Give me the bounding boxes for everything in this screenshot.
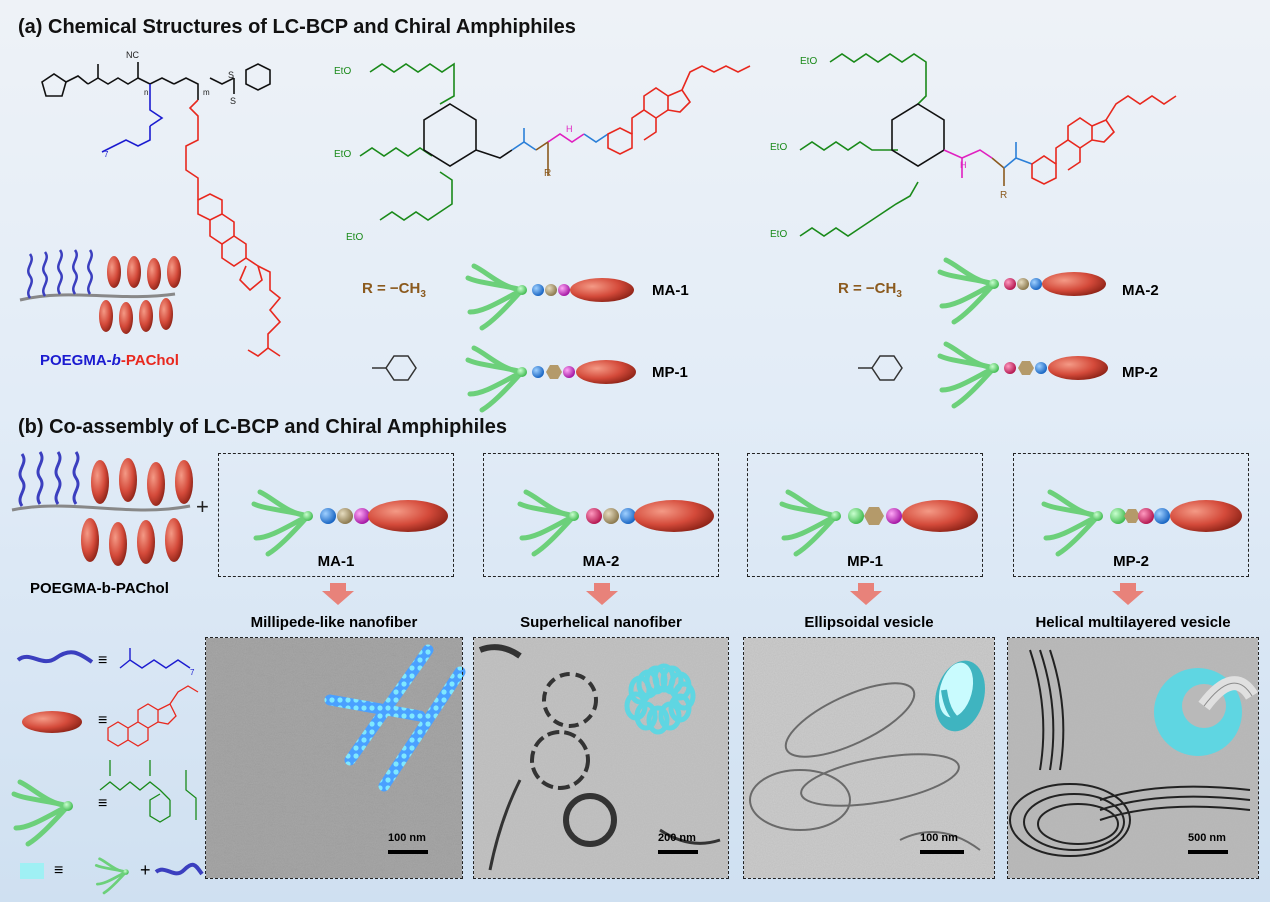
chem-n: n — [144, 88, 149, 97]
r-methyl-2: R = −CH3 — [838, 280, 902, 300]
tem-frame-2 — [473, 637, 729, 879]
box-label-ma1: MA-1 — [317, 553, 355, 570]
equiv-3: ≡ — [98, 795, 108, 812]
lc-bcp-cartoon-large — [11, 451, 193, 566]
panel-a-title: (a) Chemical Structures of LC-BCP and Ch… — [18, 16, 576, 38]
scale-bar-2 — [658, 850, 698, 854]
scale-bar-3 — [920, 850, 964, 854]
tem-image-1 — [206, 638, 466, 878]
amphiphile-box-mp1 — [747, 453, 983, 577]
ma2-cartoon — [940, 260, 1106, 322]
r-methyl-1: R = −CH3 — [362, 280, 426, 300]
scale-label-3: 100 nm — [920, 832, 958, 844]
chem-sub7: 7 — [104, 150, 109, 159]
helical-multilayered-vesicle-model — [1154, 668, 1259, 756]
r-label-1: R — [544, 168, 552, 179]
ma2-structure — [799, 53, 1177, 237]
scale-label-4: 500 nm — [1188, 832, 1226, 844]
tem-frame-3 — [743, 637, 995, 879]
label-ma2: MA-2 — [1122, 282, 1159, 299]
box-ma1-cartoon — [254, 492, 448, 554]
millipede-nanofiber-model — [324, 644, 466, 792]
legend-peg-structure — [119, 648, 191, 669]
eto-4: EtO — [800, 56, 818, 67]
morphology-3: Ellipsoidal vesicle — [804, 614, 934, 631]
polymer-label-a-part1: POEGMA- — [40, 352, 112, 369]
tem-image-3 — [744, 638, 994, 878]
legend-chol-icon — [22, 711, 82, 733]
legend-sub7: 7 — [190, 668, 195, 677]
tem-frame-1 — [205, 637, 463, 879]
r-methyl-2-text: R = −CH — [838, 280, 897, 297]
label-ma1: MA-1 — [652, 282, 689, 299]
label-mp2: MP-2 — [1122, 364, 1158, 381]
panel-b-title: (b) Co-assembly of LC-BCP and Chiral Amp… — [18, 416, 507, 438]
amphiphile-box-ma1 — [218, 453, 454, 577]
equiv-4: ≡ — [54, 862, 64, 879]
eto-5: EtO — [770, 142, 788, 153]
polymer-label-a-part2: b — [111, 352, 121, 369]
polymer-label-b: POEGMA-b-PAChol — [30, 580, 169, 597]
superhelix-model — [624, 663, 696, 735]
box-label-mp1: MP-1 — [847, 553, 883, 570]
box-ma2-cartoon — [520, 492, 714, 554]
label-mp1: MP-1 — [652, 364, 688, 381]
r-label-2: R — [1000, 190, 1008, 201]
r-methyl-1-sub: 3 — [420, 289, 426, 300]
legend-wedge-small — [94, 857, 131, 895]
legend-wedge-structure — [99, 760, 197, 823]
tem-image-2 — [474, 638, 728, 878]
eto-6: EtO — [770, 229, 788, 240]
morphology-4: Helical multilayered vesicle — [1035, 614, 1231, 631]
scale-label-2: 200 nm — [658, 832, 696, 844]
plus-sign: + — [196, 494, 209, 519]
h-label-2: H — [960, 160, 967, 170]
legend-cyan-swatch — [20, 863, 44, 879]
legend-peg-icon — [16, 650, 94, 664]
r-methyl-1-text: R = −CH — [362, 280, 421, 297]
h-label-1: H — [566, 124, 573, 134]
phenyl-icon-1 — [372, 355, 417, 381]
amphiphile-box-ma2 — [483, 453, 719, 577]
equiv-1: ≡ — [98, 652, 108, 669]
scale-label-1: 100 nm — [388, 832, 426, 844]
eto-1: EtO — [334, 66, 352, 77]
tem-frame-4 — [1007, 637, 1259, 879]
legend-wedge-icon — [14, 782, 73, 844]
amphiphile-box-mp2 — [1013, 453, 1249, 577]
morphology-1: Millipede-like nanofiber — [250, 614, 418, 631]
scale-bar-4 — [1188, 850, 1228, 854]
legend-peg-small — [154, 862, 204, 876]
morphology-2: Superhelical nanofiber — [520, 614, 682, 631]
r-methyl-2-sub: 3 — [896, 289, 902, 300]
box-label-mp2: MP-2 — [1113, 553, 1149, 570]
chem-s1: S — [228, 70, 235, 80]
legend-chol-structure — [107, 685, 199, 747]
scale-bar-1 — [388, 850, 428, 854]
polymer-label-a-part3: -PAChol — [120, 352, 179, 369]
ma1-cartoon — [468, 266, 634, 328]
phenyl-icon-2 — [858, 355, 903, 381]
arrows — [322, 583, 1144, 605]
chem-m: m — [203, 88, 210, 97]
polymer-label-a: POEGMA-b-PAChol — [40, 352, 179, 369]
equiv-2: ≡ — [98, 712, 108, 729]
mp1-cartoon — [468, 348, 636, 410]
eto-3: EtO — [346, 232, 364, 243]
tem-image-4 — [1008, 638, 1259, 878]
mp2-cartoon — [940, 344, 1108, 406]
ellipsoidal-vesicle-model — [935, 660, 985, 732]
chem-s2: S — [230, 96, 237, 106]
ma1-structure — [359, 62, 751, 221]
eto-2: EtO — [334, 149, 352, 160]
poegma-pachol-structure — [41, 62, 282, 357]
plus-small: + — [140, 860, 151, 880]
box-mp1-cartoon — [782, 492, 978, 554]
box-mp2-cartoon — [1044, 492, 1242, 554]
lc-bcp-cartoon-small — [19, 249, 181, 334]
box-label-ma2: MA-2 — [582, 553, 620, 570]
chem-nc: NC — [126, 50, 139, 60]
